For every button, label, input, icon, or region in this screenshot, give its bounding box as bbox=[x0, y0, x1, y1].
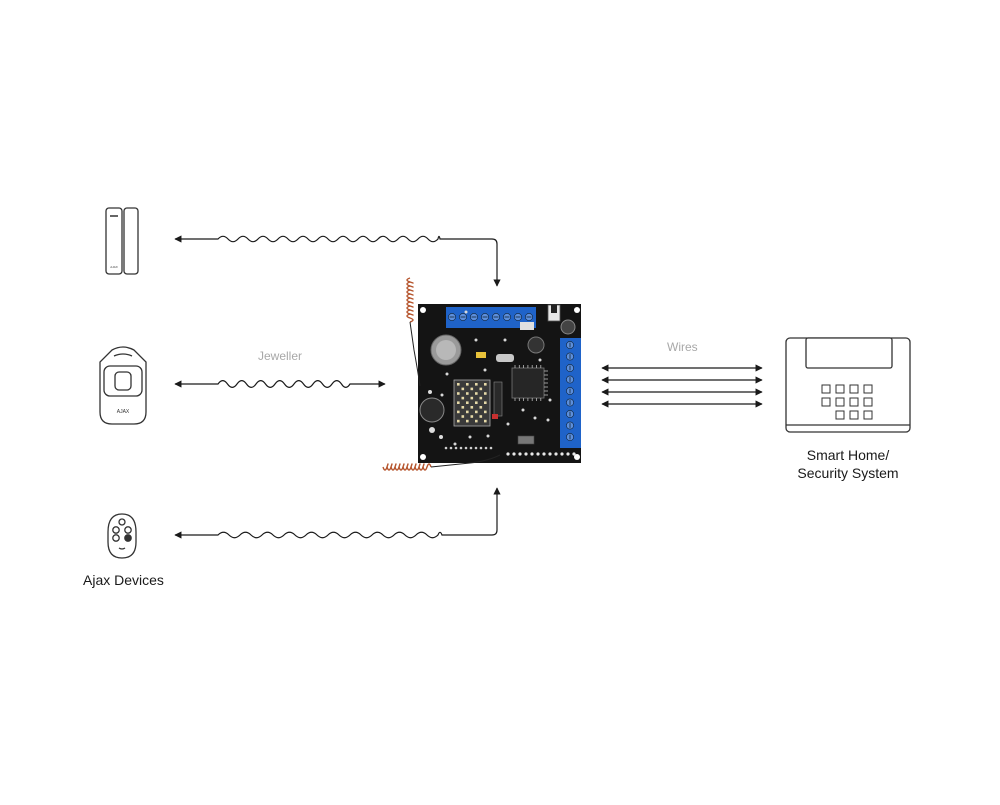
keypad-key bbox=[821, 384, 831, 394]
target-system-label-line2: Security System bbox=[797, 465, 899, 481]
wireless-link-key-fob bbox=[174, 487, 501, 539]
keypad-key bbox=[849, 384, 859, 394]
keypad-key bbox=[863, 384, 873, 394]
motion-detector-brand: AJAX bbox=[117, 409, 130, 415]
keypad-key bbox=[835, 410, 845, 420]
antenna-bottom-icon bbox=[382, 463, 432, 471]
keypad-key bbox=[821, 397, 831, 407]
keypad-key bbox=[835, 384, 845, 394]
wireless-link-door-contact bbox=[174, 235, 501, 287]
keypad-key bbox=[863, 397, 873, 407]
keypad-key bbox=[849, 397, 859, 407]
right-terminal-block bbox=[560, 338, 581, 448]
antenna-top-left-icon bbox=[406, 277, 414, 323]
security-system-panel-icon bbox=[785, 337, 911, 433]
integration-module-board-icon bbox=[418, 304, 581, 463]
target-system-label-line1: Smart Home/ bbox=[806, 447, 890, 463]
top-terminal-block bbox=[446, 307, 536, 328]
keypad-key bbox=[849, 410, 859, 420]
key-fob-icon bbox=[107, 513, 137, 559]
keypad-key bbox=[863, 410, 873, 420]
devices-group-label: Ajax Devices bbox=[83, 572, 164, 588]
target-system-label: Smart Home/ Security System bbox=[790, 446, 906, 482]
door-contact-brand: AJAX bbox=[110, 265, 118, 269]
wired-links bbox=[601, 364, 763, 408]
motion-detector-icon: AJAX bbox=[99, 346, 147, 425]
keypad-key bbox=[835, 397, 845, 407]
wireless-link-motion-detector bbox=[174, 380, 386, 388]
wireless-protocol-label: Jeweller bbox=[258, 349, 303, 363]
wired-link-label: Wires bbox=[667, 340, 698, 354]
door-contact-sensor-icon: AJAX bbox=[105, 207, 139, 275]
